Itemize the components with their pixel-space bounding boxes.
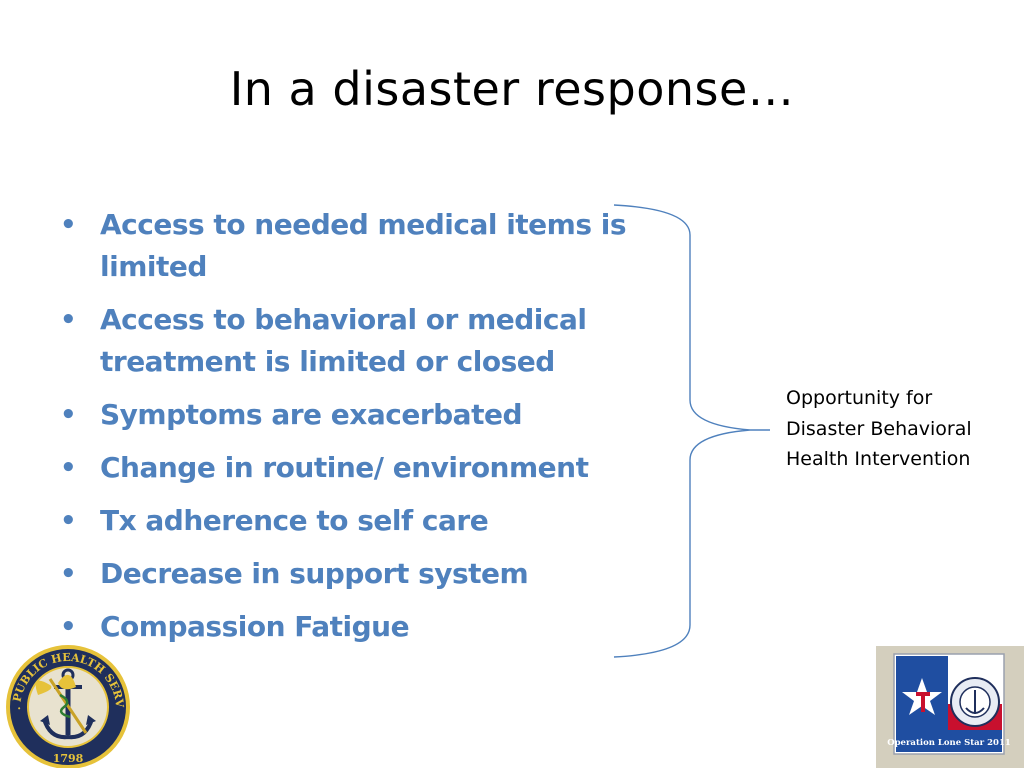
callout-line: Opportunity for [786, 387, 933, 409]
bullet-text: Tx adherence to self care [100, 504, 489, 537]
callout-line: Health Intervention [786, 448, 971, 470]
bullet-item: • Decrease in support system [58, 553, 678, 595]
right-brace-icon [613, 204, 770, 658]
bullet-text: Decrease in support system [100, 557, 529, 590]
bullet-icon: • [60, 210, 77, 240]
bullet-text: Symptoms are exacerbated [100, 398, 523, 431]
bullet-text: Change in routine/ environment [100, 451, 589, 484]
bullet-list: • Access to needed medical items is limit… [58, 204, 678, 659]
bullet-text: Access to needed medical items is limite… [100, 208, 627, 283]
lone-star-badge-icon: Operation Lone Star 2011 [887, 653, 1011, 755]
bullet-item: • Access to behavioral or medical treatme… [58, 299, 678, 383]
bullet-item: • Compassion Fatigue [58, 606, 678, 648]
bullet-icon: • [60, 506, 77, 536]
bullet-icon: • [60, 400, 77, 430]
bullet-item: • Tx adherence to self care [58, 500, 678, 542]
bullet-icon: • [60, 612, 77, 642]
bullet-icon: • [60, 305, 77, 335]
bullet-text: Access to behavioral or medical treatmen… [100, 303, 587, 378]
bullet-text: Compassion Fatigue [100, 610, 410, 643]
bullet-item: • Access to needed medical items is limit… [58, 204, 678, 288]
callout-line: Disaster Behavioral [786, 417, 972, 440]
seal-year: 1798 [53, 752, 84, 765]
bullet-icon: • [60, 559, 77, 589]
operation-lone-star-logo: Operation Lone Star 2011 [876, 646, 1024, 768]
intervention-callout: Opportunity for Disaster Behavioral Heal… [786, 383, 1016, 475]
bullet-item: • Symptoms are exacerbated [58, 394, 678, 436]
caduceus-icon [35, 674, 88, 734]
bullet-item: • Change in routine/ environment [58, 447, 678, 489]
bullet-icon: • [60, 453, 77, 483]
logo-right-caption: Operation Lone Star 2011 [887, 738, 1011, 748]
usphs-seal-logo: U.S. PUBLIC HEALTH SERVICE 1798 [0, 643, 130, 768]
slide-title: In a disaster response… [229, 62, 795, 116]
